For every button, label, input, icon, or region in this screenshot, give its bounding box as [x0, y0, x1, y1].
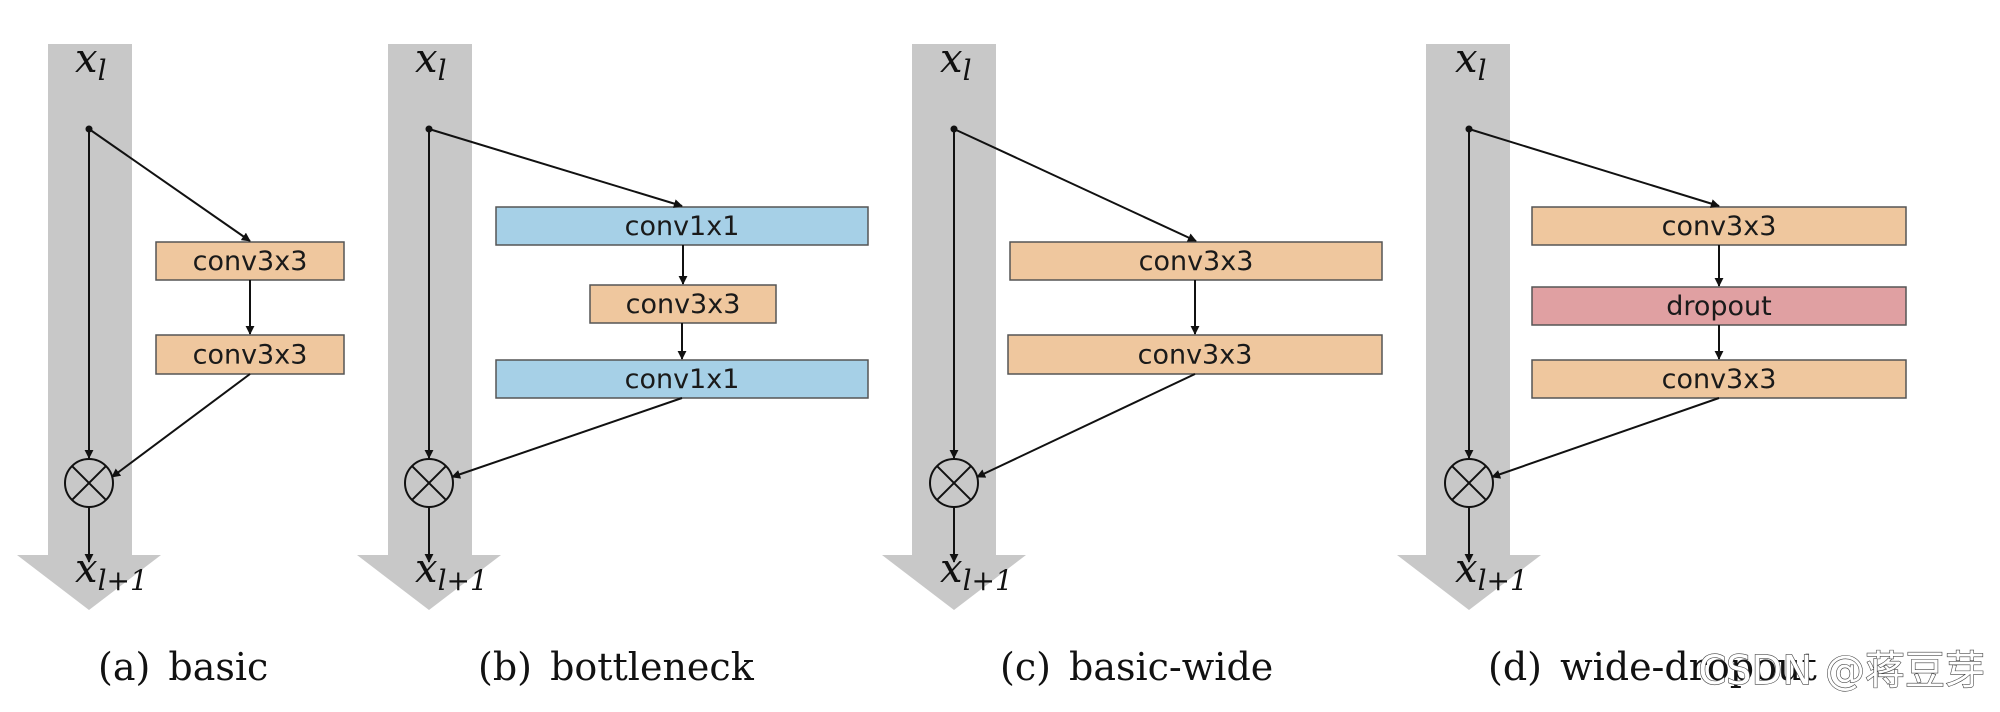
- layer-block-conv3x3: conv3x3: [1007, 334, 1383, 375]
- residual-branch-arrow: [428, 128, 683, 208]
- layer-block-box: [1531, 206, 1907, 246]
- layer-block-label: conv3x3: [1138, 340, 1253, 371]
- residual-merge-arrow: [1491, 397, 1720, 479]
- input-label: xl: [1455, 36, 1487, 87]
- input-label: xl: [75, 36, 107, 87]
- layer-block-box: [495, 359, 869, 399]
- layer-block-label: conv3x3: [193, 246, 308, 277]
- residual-merge-arrow: [451, 397, 683, 479]
- input-label: xl: [940, 36, 972, 87]
- layer-block-box: [1531, 359, 1907, 399]
- watermark-text: CSDN @蒋豆芽: [1698, 648, 1985, 694]
- layer-block-conv3x3: conv3x3: [1009, 241, 1383, 281]
- layer-block-label: conv3x3: [193, 340, 308, 371]
- residual-branch-arrow: [1468, 128, 1720, 208]
- panel-caption: (b) bottleneck: [478, 645, 755, 689]
- layer-block-conv1x1: conv1x1: [495, 206, 869, 246]
- layer-block-label: conv1x1: [625, 211, 740, 242]
- layer-block-label: conv1x1: [625, 364, 740, 395]
- layer-block-label: conv3x3: [1662, 364, 1777, 395]
- layer-block-box: [1009, 241, 1383, 281]
- residual-branch-arrow: [88, 128, 251, 242]
- layer-block-label: conv3x3: [626, 289, 741, 320]
- layer-block-box: [1531, 286, 1907, 326]
- layer-block-box: [155, 241, 345, 281]
- residual-branch-arrow: [953, 128, 1197, 242]
- panel-caption: (c) basic-wide: [1000, 645, 1273, 689]
- panel-caption: (d) wide-dropout: [1488, 645, 1817, 689]
- layer-block-box: [1007, 334, 1383, 375]
- layer-block-conv3x3: conv3x3: [589, 284, 777, 324]
- layer-block-conv3x3: conv3x3: [1531, 359, 1907, 399]
- layer-block-conv1x1: conv1x1: [495, 359, 869, 399]
- layer-block-box: [589, 284, 777, 324]
- layer-block-dropout: dropout: [1531, 286, 1907, 326]
- input-label: xl: [415, 36, 447, 87]
- layer-block-conv3x3: conv3x3: [155, 334, 345, 375]
- layer-block-label: conv3x3: [1662, 211, 1777, 242]
- layer-block-conv3x3: conv3x3: [1531, 206, 1907, 246]
- panel-caption: (a) basic: [98, 645, 268, 689]
- residual-merge-arrow: [111, 373, 251, 478]
- layer-block-label: conv3x3: [1139, 246, 1254, 277]
- residual-merge-arrow: [976, 373, 1196, 478]
- layer-block-conv3x3: conv3x3: [155, 241, 345, 281]
- layer-block-label: dropout: [1666, 291, 1772, 322]
